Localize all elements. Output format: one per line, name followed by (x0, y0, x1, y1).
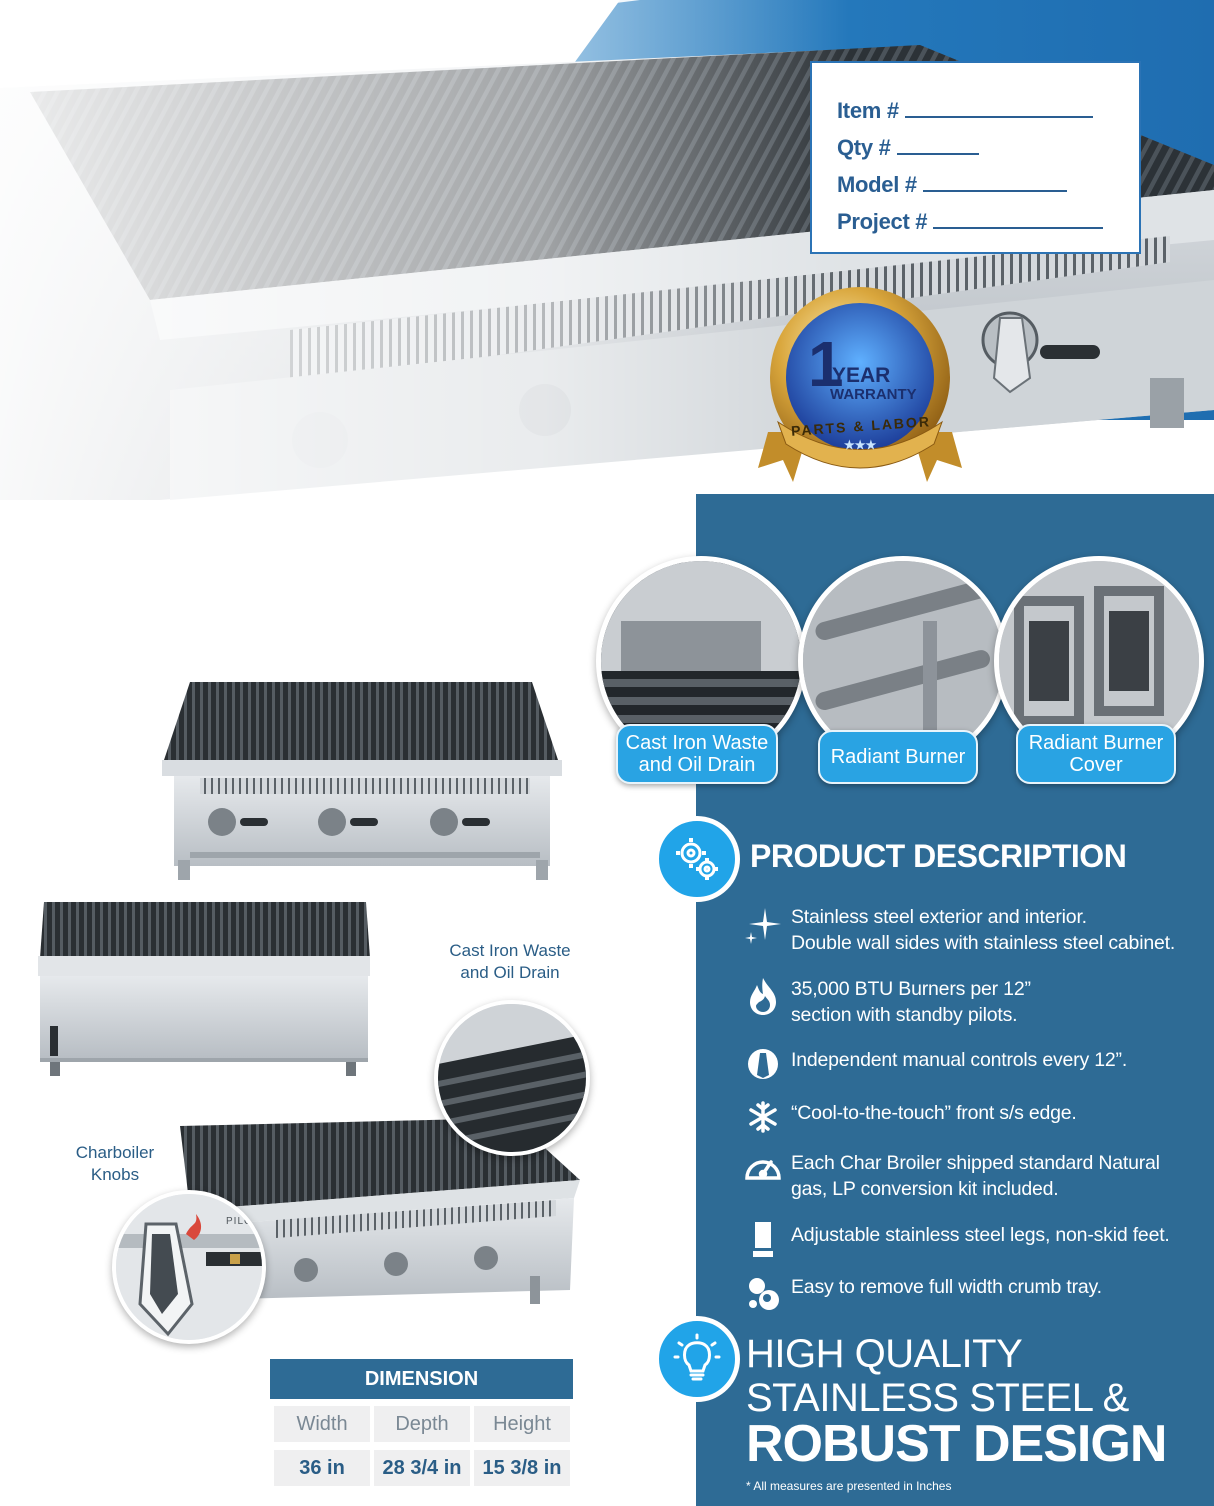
desc-item-crumb-tray: Easy to remove full width crumb tray. (740, 1274, 1210, 1320)
warranty-year: YEAR (832, 364, 891, 387)
gears-icon (654, 816, 740, 902)
qty-label: Qty # (837, 135, 891, 160)
warranty-number: 1 (808, 328, 844, 400)
snowflake-icon (740, 1100, 786, 1146)
dim-value-height: 15 3/8 in (474, 1450, 570, 1486)
desc-item-controls: Independent manual controls every 12”. (740, 1047, 1210, 1093)
callout-drain: Cast Iron Waste and Oil Drain (449, 941, 571, 982)
measure-footnote: * All measures are presented in Inches (746, 1479, 952, 1493)
desc-text-gas: Each Char Broiler shipped standard Natur… (791, 1152, 1160, 1200)
item-field-row[interactable]: Item # (837, 87, 1139, 124)
tagline-line1: HIGH QUALITY (746, 1332, 1023, 1376)
knob-zoom-photo: PILOT (112, 1190, 266, 1344)
leg-icon (740, 1222, 786, 1268)
control-knob-icon (740, 1047, 786, 1093)
feature-label-cover: Radiant Burner Cover (1016, 724, 1176, 784)
desc-item-gas: Each Char Broiler shipped standard Natur… (740, 1150, 1210, 1202)
model-line[interactable] (922, 168, 1067, 192)
order-form-box: Item # Qty # Model # Project # (810, 61, 1141, 254)
warranty-stars: ★★★ (844, 438, 877, 452)
item-line[interactable] (904, 94, 1093, 118)
dim-header-height: Height (474, 1406, 570, 1442)
project-line[interactable] (933, 205, 1104, 229)
tagline-line3: ROBUST DESIGN (746, 1415, 1167, 1473)
warranty-badge: 1 YEAR WARRANTY PARTS & LABOR ★★★ (748, 282, 972, 492)
lightbulb-icon (654, 1316, 740, 1402)
hero-banner: Item # Qty # Model # Project # (0, 0, 1214, 500)
gauge-icon (740, 1150, 786, 1196)
desc-item-cool-edge: “Cool-to-the-touch” front s/s edge. (740, 1100, 1210, 1146)
desc-text-btu: 35,000 BTU Burners per 12” section with … (791, 978, 1031, 1026)
flame-icon (740, 976, 786, 1022)
desc-item-legs: Adjustable stainless steel legs, non-ski… (740, 1222, 1210, 1268)
tagline-line2: STAINLESS STEEL & (746, 1376, 1129, 1420)
bubbles-icon (740, 1274, 786, 1320)
callout-knobs: Charboiler Knobs (75, 1143, 155, 1184)
product-description-title: PRODUCT DESCRIPTION (750, 838, 1127, 874)
feature-burner-photo (798, 556, 1008, 766)
warranty-word: WARRANTY (830, 386, 917, 403)
qty-field-row[interactable]: Qty # (837, 124, 1139, 161)
sparkle-icon (740, 904, 786, 950)
dim-value-width: 36 in (274, 1450, 370, 1486)
project-field-row[interactable]: Project # (837, 198, 1139, 235)
model-label: Model # (837, 172, 917, 197)
product-rear-photo (38, 902, 370, 1076)
dim-header-depth: Depth (374, 1406, 470, 1442)
item-label: Item # (837, 98, 899, 123)
desc-text-crumb-tray: Easy to remove full width crumb tray. (791, 1276, 1102, 1298)
project-label: Project # (837, 209, 928, 234)
desc-text-legs: Adjustable stainless steel legs, non-ski… (791, 1224, 1170, 1246)
desc-text-cool-edge: “Cool-to-the-touch” front s/s edge. (791, 1102, 1077, 1124)
qty-line[interactable] (896, 131, 979, 155)
product-front-photo (162, 682, 562, 880)
model-field-row[interactable]: Model # (837, 161, 1139, 198)
feature-label-burner: Radiant Burner (818, 730, 978, 784)
desc-item-exterior: Stainless steel exterior and interior. D… (740, 904, 1210, 956)
pilot-label: PILOT (226, 1216, 260, 1227)
desc-text-exterior: Stainless steel exterior and interior. D… (791, 906, 1176, 954)
desc-text-controls: Independent manual controls every 12”. (791, 1049, 1128, 1071)
desc-item-btu: 35,000 BTU Burners per 12” section with … (740, 976, 1210, 1028)
warranty-seal-icon (758, 287, 962, 482)
dimension-title: DIMENSION (270, 1359, 573, 1399)
dim-value-depth: 28 3/4 in (374, 1450, 470, 1486)
drain-zoom-photo (434, 1000, 590, 1156)
feature-label-drain: Cast Iron Waste and Oil Drain (616, 724, 778, 784)
dim-header-width: Width (274, 1406, 370, 1442)
